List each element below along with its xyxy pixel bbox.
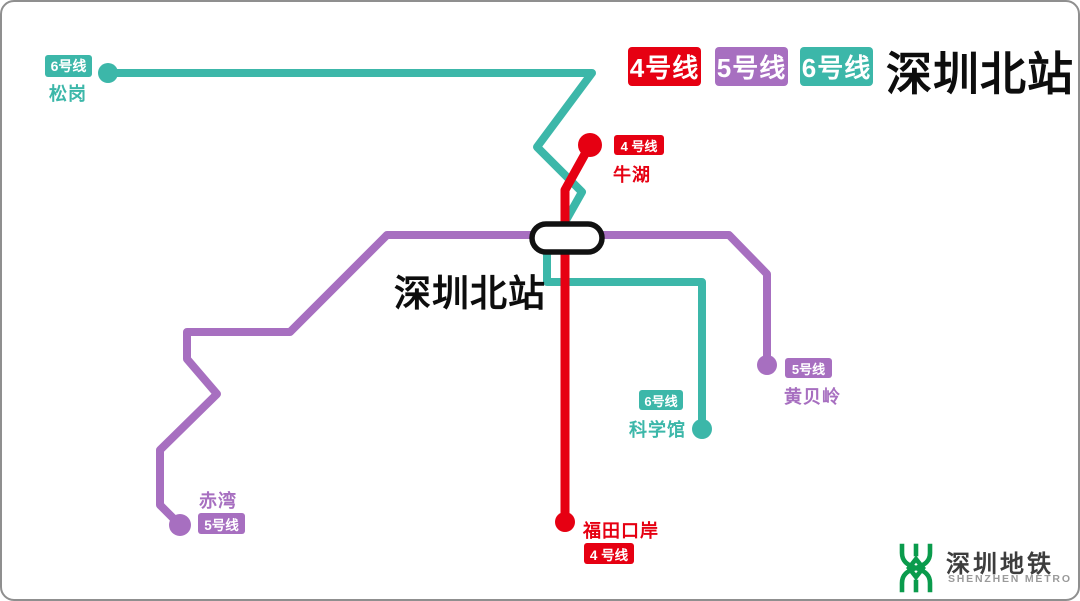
line5-path: [156, 231, 771, 529]
niuhu-station-label: 牛湖: [613, 165, 651, 185]
huangbeiling-station-dot: [757, 355, 777, 375]
kexueguan-station-dot: [692, 419, 712, 439]
futiankouan-line-badge: 4 号线: [584, 543, 634, 564]
songgang-station-dot: [98, 63, 118, 83]
kexueguan-line-badge: 6号线: [639, 390, 683, 410]
logo-text-en: SHENZHEN METRO: [948, 573, 1072, 585]
futiankouan-station-dot: [555, 512, 575, 532]
legend-badge-line4: 4号线: [628, 47, 701, 86]
niuhu-line-badge: 4 号线: [614, 135, 664, 155]
interchange-station-symbol: [529, 221, 605, 255]
songgang-line-badge: 6号线: [45, 55, 92, 77]
shenzhen-metro-logo-icon: [899, 543, 933, 593]
legend-badge-line6: 6号线: [800, 47, 873, 86]
logo-text-cn: 深圳地铁: [946, 551, 1054, 578]
niuhu-station-dot: [578, 133, 602, 157]
huangbeiling-station-label: 黄贝岭: [784, 387, 841, 407]
page-title: 深圳北站: [886, 48, 1074, 100]
line4-path: [560, 140, 595, 527]
chiwan-line-badge: 5号线: [198, 513, 245, 534]
kexueguan-station-label: 科学馆: [629, 420, 686, 440]
legend-badge-line5: 5号线: [715, 47, 788, 86]
songgang-station-label: 松岗: [49, 84, 87, 104]
shenzhen-north-station-label: 深圳北站: [394, 273, 546, 314]
huangbeiling-line-badge: 5号线: [785, 358, 832, 378]
chiwan-station-dot: [169, 514, 191, 536]
chiwan-station-label: 赤湾: [199, 491, 237, 511]
futiankouan-station-label: 福田口岸: [583, 521, 659, 541]
